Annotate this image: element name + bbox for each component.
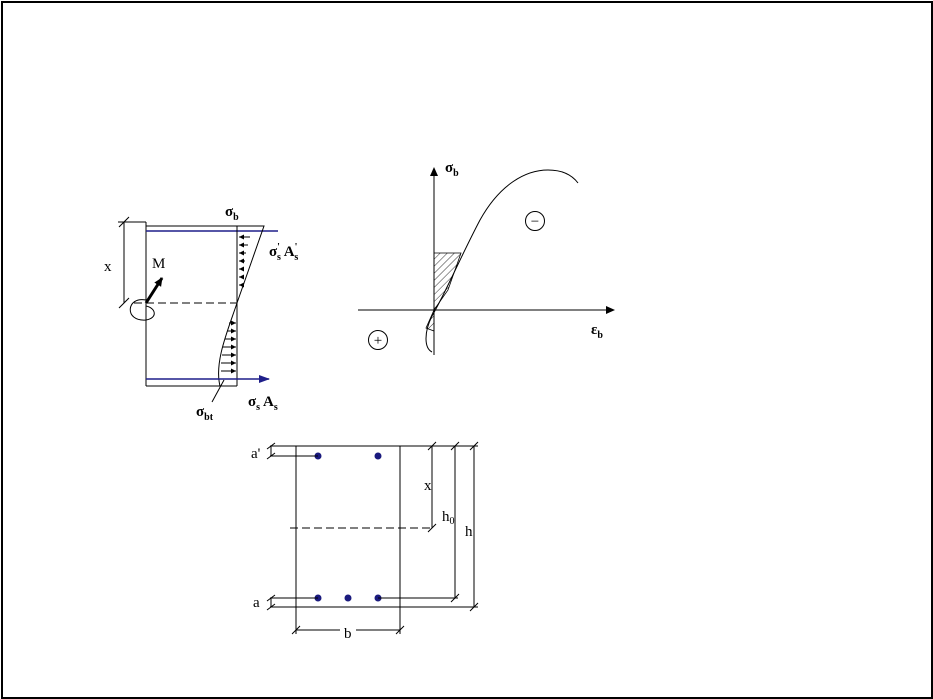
height-tick-top <box>469 441 479 451</box>
height-label: h <box>465 524 473 540</box>
tension-concrete-leader <box>211 379 225 403</box>
tension-concrete-label: σbt <box>196 404 214 423</box>
plus-sign-icon <box>368 330 388 350</box>
compression-sign: − <box>531 214 539 230</box>
compression-hatch-area <box>433 252 462 312</box>
effective-depth-tick-bottom <box>450 593 460 603</box>
effective-depth-tick-top <box>450 441 460 451</box>
top-stress-label: σb <box>225 204 239 223</box>
cross-section: a' a x h0 h b <box>251 441 479 642</box>
section-outline <box>295 445 401 608</box>
tension-stress-curve <box>218 302 238 387</box>
rebar-bottom-middle <box>344 594 352 602</box>
section-depth-tick-top <box>427 441 437 451</box>
moment-arrow-icon <box>144 277 164 304</box>
tension-sign: + <box>374 333 382 349</box>
section-depth-tick-bottom <box>427 523 437 533</box>
bottom-cover-label: a <box>253 595 260 611</box>
stress-diagram: x M σb σ's A's σs As σbt <box>104 204 298 423</box>
tension-arrows <box>221 320 236 374</box>
bottom-cover-tick-2 <box>266 603 276 611</box>
depth-label: x <box>104 259 112 275</box>
height-tick-bottom <box>469 602 479 612</box>
compression-stress-block <box>236 225 265 304</box>
x-axis-label: εb <box>591 322 603 341</box>
tension-steel-label: σs As <box>248 394 278 413</box>
compression-arrows <box>239 234 250 288</box>
stress-strain-curve: σb εb − + <box>358 160 615 355</box>
section-depth-label: x <box>424 478 432 494</box>
width-tick-right <box>395 625 405 635</box>
compressed-steel-label: σ's A's <box>269 242 298 263</box>
top-cover-label: a' <box>251 446 261 462</box>
bottom-cover-tick-1 <box>266 594 276 602</box>
moment-label: M <box>152 256 165 272</box>
stress-strain-curve-line <box>425 169 579 353</box>
top-cover-tick-2 <box>266 452 276 460</box>
minus-sign-icon <box>525 211 545 231</box>
width-tick-left <box>291 625 301 635</box>
effective-depth-label: h0 <box>442 509 455 527</box>
y-axis-label: σb <box>445 160 459 179</box>
depth-tick-bottom <box>118 297 130 309</box>
width-label: b <box>344 626 352 642</box>
moment-curl <box>129 299 155 321</box>
rebar-top-right <box>374 452 382 460</box>
top-cover-tick-1 <box>266 442 276 450</box>
